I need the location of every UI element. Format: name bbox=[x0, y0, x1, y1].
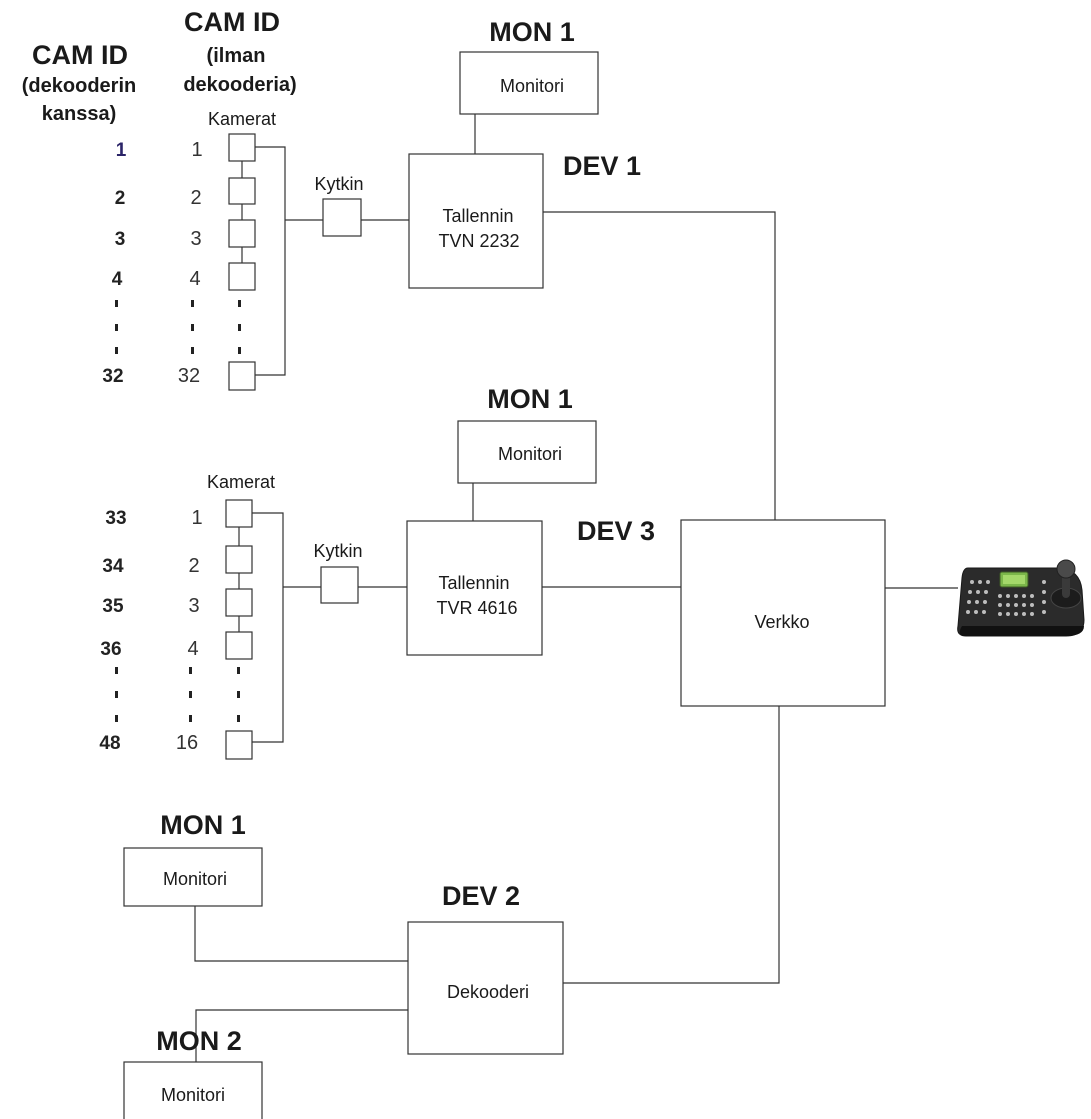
cam-id-with-decoder: 36 bbox=[100, 639, 121, 660]
cam-id-without-decoder: 4 bbox=[189, 268, 200, 290]
cam-id-without-decoder: 4 bbox=[187, 638, 198, 660]
switch-box bbox=[322, 198, 362, 237]
cam-id-without-decoder: 2 bbox=[188, 555, 199, 577]
monitor-title: MON 1 bbox=[160, 810, 246, 840]
recorder-label: Tallennin bbox=[438, 573, 509, 593]
camera-box bbox=[225, 545, 253, 574]
camera-box bbox=[228, 177, 256, 205]
monitor-label: Monitori bbox=[163, 869, 227, 889]
recorder-model: TVR 4616 bbox=[436, 598, 517, 618]
network-box bbox=[680, 519, 886, 707]
ellipsis-marks bbox=[115, 300, 241, 354]
header-line: (ilman bbox=[207, 45, 266, 67]
camera-group-2: Kamerat 33 34 35 36 48 1 2 3 4 16 bbox=[99, 384, 655, 760]
network-label: Verkko bbox=[754, 612, 809, 632]
camid-with-decoder-header: CAM ID (dekooderin kanssa) bbox=[22, 40, 136, 125]
monitor-title: MON 1 bbox=[489, 17, 575, 47]
switch-label: Kytkin bbox=[314, 174, 363, 194]
camera-box bbox=[225, 631, 253, 660]
decoder-group: MON 1 Monitori DEV 2 Dekooderi MON 2 Mon… bbox=[123, 810, 564, 1119]
device-title: DEV 1 bbox=[563, 151, 641, 181]
recorder-label: Tallennin bbox=[442, 206, 513, 226]
monitor-title: MON 2 bbox=[156, 1026, 242, 1056]
cameras-label: Kamerat bbox=[207, 472, 275, 492]
header-line: kanssa) bbox=[42, 103, 117, 125]
cam-id-with-decoder: 34 bbox=[102, 556, 124, 577]
recorder-box bbox=[408, 153, 544, 289]
header-line: (dekooderin bbox=[22, 75, 136, 97]
cam-id-without-decoder: 16 bbox=[176, 732, 198, 754]
camera-box bbox=[225, 588, 253, 617]
camid-without-decoder-header: CAM ID (ilman dekooderia) bbox=[183, 7, 296, 96]
cam-id-with-decoder: 1 bbox=[116, 140, 127, 161]
header-line: CAM ID bbox=[184, 7, 280, 37]
camera-box bbox=[225, 730, 253, 760]
cameras-label: Kamerat bbox=[208, 109, 276, 129]
monitor-box bbox=[459, 51, 599, 115]
monitor-box bbox=[123, 847, 263, 907]
device-title: DEV 2 bbox=[442, 881, 520, 911]
device-title: DEV 3 bbox=[577, 516, 655, 546]
monitor-label: Monitori bbox=[161, 1085, 225, 1105]
ellipsis-marks bbox=[115, 667, 240, 722]
switch-box bbox=[320, 566, 359, 604]
recorder-model: TVN 2232 bbox=[438, 231, 519, 251]
decoder-box bbox=[407, 921, 564, 1055]
switch-label: Kytkin bbox=[313, 541, 362, 561]
cam-id-with-decoder: 4 bbox=[112, 269, 123, 290]
recorder-box bbox=[406, 520, 543, 656]
cam-id-without-decoder: 1 bbox=[191, 507, 202, 529]
header-line: CAM ID bbox=[32, 40, 128, 70]
cam-id-with-decoder: 35 bbox=[102, 596, 124, 617]
monitor-label: Monitori bbox=[498, 444, 562, 464]
camera-box bbox=[228, 262, 256, 291]
cam-id-with-decoder: 32 bbox=[102, 366, 123, 387]
monitor-box bbox=[123, 1061, 263, 1119]
header-line: dekooderia) bbox=[183, 74, 296, 96]
camera-box bbox=[225, 499, 253, 528]
cam-id-without-decoder: 3 bbox=[190, 228, 201, 250]
monitor-box bbox=[457, 420, 597, 484]
camera-group-1: Kamerat 1 2 3 4 32 1 2 3 4 32 bbox=[102, 17, 641, 391]
decoder-label: Dekooderi bbox=[447, 982, 529, 1002]
cam-id-without-decoder: 1 bbox=[191, 139, 202, 161]
network: Verkko bbox=[542, 211, 958, 984]
ptz-keyboard-icon bbox=[957, 559, 1085, 637]
camera-box bbox=[228, 219, 256, 248]
cam-id-with-decoder: 33 bbox=[105, 508, 126, 529]
camera-box bbox=[228, 361, 256, 391]
camera-box bbox=[228, 133, 256, 162]
cam-id-without-decoder: 32 bbox=[178, 365, 200, 387]
monitor-title: MON 1 bbox=[487, 384, 573, 414]
cam-id-without-decoder: 3 bbox=[188, 595, 199, 617]
cam-id-with-decoder: 3 bbox=[115, 229, 126, 250]
cam-id-with-decoder: 48 bbox=[99, 733, 120, 754]
monitor-label: Monitori bbox=[500, 76, 564, 96]
cam-id-with-decoder: 2 bbox=[115, 188, 126, 209]
cam-id-without-decoder: 2 bbox=[190, 187, 201, 209]
